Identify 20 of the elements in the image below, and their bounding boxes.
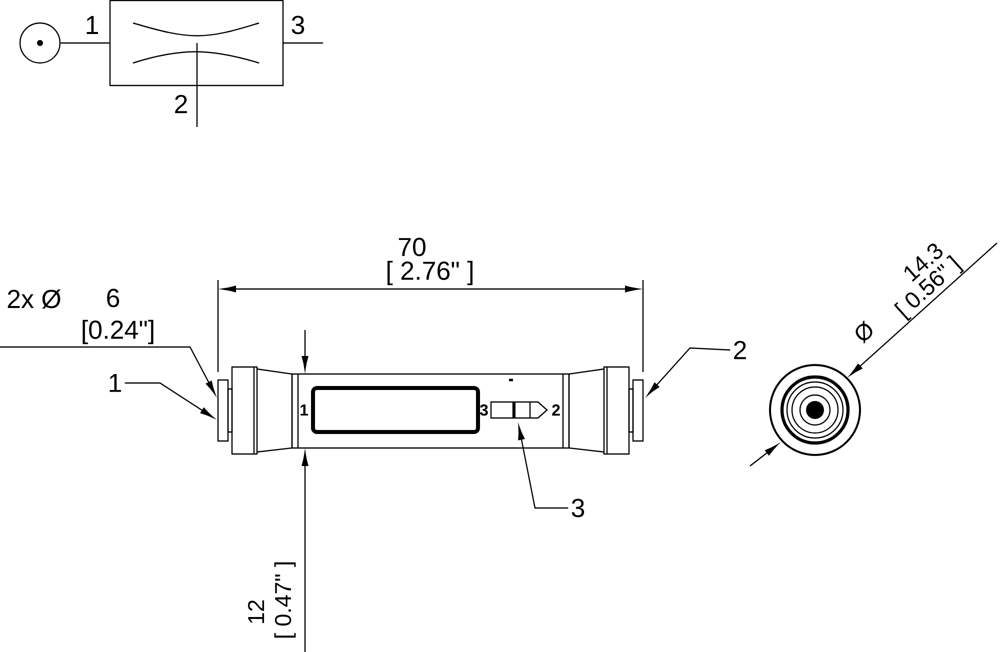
dimension-value: 2x Ø (8, 289, 61, 309)
restrictor-symbol (109, 0, 284, 86)
connector-line (60, 42, 110, 44)
dimension-value: [ 2.76" ] (388, 260, 472, 286)
callout-number: 3 (572, 498, 584, 518)
dimension-value: [ 0.47" ] (274, 562, 296, 638)
callout-number: 1 (110, 374, 121, 392)
callout-number: 2 (734, 340, 746, 360)
dimension-value: 6 (107, 288, 120, 308)
port-marking: 1 (300, 404, 308, 416)
port-marking: 3 (480, 404, 488, 416)
port-marking: 2 (552, 404, 560, 416)
dimension-value: 70 (398, 238, 426, 256)
leader-line (124, 382, 214, 418)
dimension-value: 12 (248, 600, 264, 624)
dimension-value: [0.24"] (82, 320, 154, 344)
dimension-value: Ø (856, 320, 872, 344)
source-circle (19, 22, 61, 64)
leader-line (648, 347, 730, 396)
port-number: 1 (86, 16, 98, 34)
